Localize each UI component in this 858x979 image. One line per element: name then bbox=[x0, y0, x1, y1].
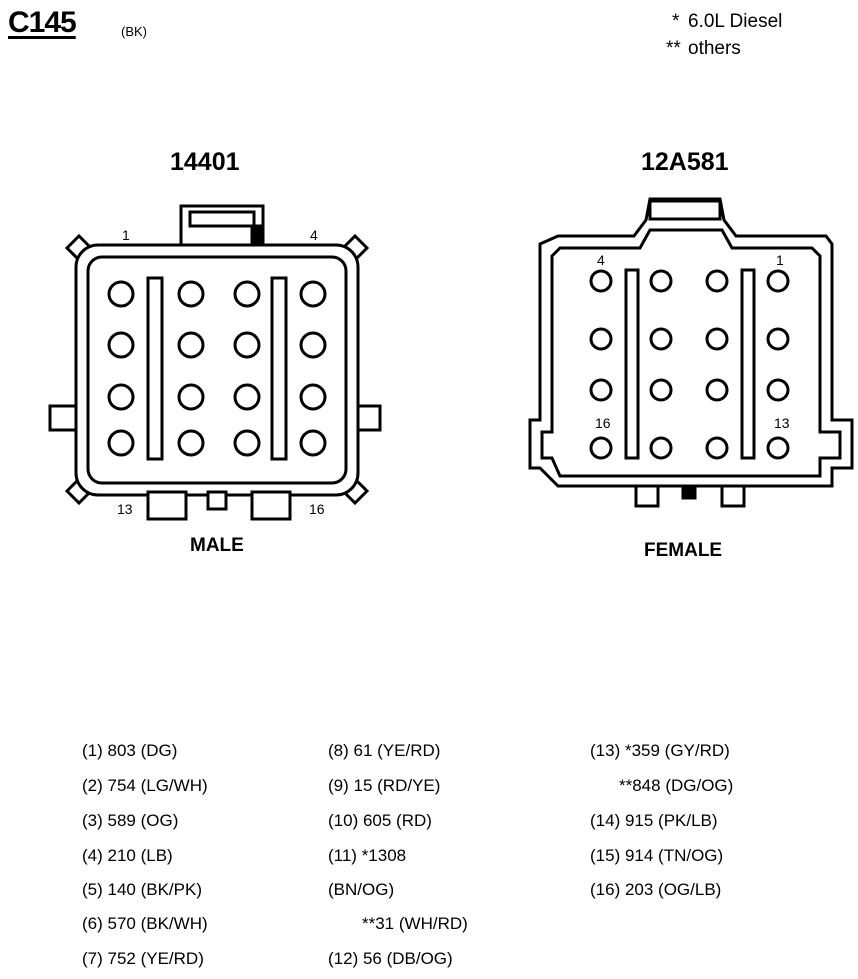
female-label-top-right: 1 bbox=[776, 252, 784, 268]
male-pin-cavity bbox=[233, 280, 261, 308]
male-separator bbox=[146, 276, 164, 461]
male-pin-cavity bbox=[233, 429, 261, 457]
male-pin-cavity bbox=[107, 383, 135, 411]
female-pin-cavity bbox=[766, 378, 790, 402]
male-pin-cavity bbox=[107, 331, 135, 359]
male-bottom-tab bbox=[250, 490, 292, 521]
legend-row-others: ** others bbox=[666, 35, 782, 62]
female-pin-cavity bbox=[649, 436, 673, 460]
male-connector-drawing bbox=[48, 204, 382, 521]
legend-text: 6.0L Diesel bbox=[688, 11, 783, 32]
female-pin-cavity bbox=[649, 327, 673, 351]
female-pin-cavity bbox=[705, 436, 729, 460]
male-pin-grid bbox=[107, 280, 327, 457]
male-latch-inner bbox=[188, 210, 256, 228]
male-pin-cavity bbox=[177, 429, 205, 457]
female-label: FEMALE bbox=[644, 540, 723, 561]
female-pin-cavity bbox=[589, 269, 613, 293]
male-pin-cavity bbox=[233, 383, 261, 411]
legend: * 6.0L Diesel ** others bbox=[666, 8, 782, 62]
male-part-number: 14401 bbox=[170, 148, 240, 176]
male-pin-cavity bbox=[107, 429, 135, 457]
female-connector-drawing bbox=[528, 197, 854, 508]
female-pin-cavity bbox=[766, 269, 790, 293]
male-pin-cavity bbox=[177, 383, 205, 411]
connector-color-code: (BK) bbox=[121, 24, 147, 39]
female-label-bottom-left: 16 bbox=[595, 415, 611, 431]
female-pin-cavity bbox=[649, 378, 673, 402]
female-pin-cavity bbox=[589, 327, 613, 351]
male-label: MALE bbox=[190, 535, 244, 556]
female-pin-cavity bbox=[589, 378, 613, 402]
male-pin-cavity bbox=[233, 331, 261, 359]
male-pin-cavity bbox=[107, 280, 135, 308]
female-bottom-tab bbox=[720, 484, 746, 508]
male-pin-cavity bbox=[177, 331, 205, 359]
female-bottom-tab bbox=[681, 484, 697, 500]
legend-mark: ** bbox=[666, 38, 681, 59]
male-pin-cavity bbox=[299, 280, 327, 308]
female-pin-cavity bbox=[766, 436, 790, 460]
female-latch bbox=[648, 199, 722, 221]
female-label-top-left: 4 bbox=[597, 252, 605, 268]
female-pin-cavity bbox=[705, 269, 729, 293]
male-pin-cavity bbox=[299, 331, 327, 359]
legend-row-diesel: * 6.0L Diesel bbox=[666, 8, 782, 35]
female-separator bbox=[624, 268, 640, 460]
female-pin-cavity bbox=[766, 327, 790, 351]
female-label-bottom-right: 13 bbox=[774, 415, 790, 431]
male-pin-cavity bbox=[177, 280, 205, 308]
female-body-outer bbox=[528, 197, 854, 488]
female-pin-cavity bbox=[705, 378, 729, 402]
female-separator bbox=[740, 268, 756, 460]
male-pin-cavity bbox=[299, 383, 327, 411]
legend-text: others bbox=[688, 38, 741, 59]
male-separator bbox=[270, 276, 288, 461]
male-label-bottom-left: 13 bbox=[117, 501, 133, 517]
male-body-inner bbox=[86, 255, 348, 485]
male-label-top-left: 1 bbox=[122, 227, 130, 243]
male-pin-cavity bbox=[299, 429, 327, 457]
male-label-top-right: 4 bbox=[310, 227, 318, 243]
male-bottom-tab bbox=[146, 490, 188, 521]
connector-id: C145 bbox=[8, 6, 77, 39]
female-pin-cavity bbox=[589, 436, 613, 460]
female-body-inner bbox=[540, 228, 842, 478]
male-label-bottom-right: 16 bbox=[309, 501, 325, 517]
female-part-number: 12A581 bbox=[641, 148, 729, 176]
female-bottom-tab bbox=[634, 484, 660, 508]
female-pin-cavity bbox=[649, 269, 673, 293]
male-bottom-tab bbox=[206, 490, 228, 511]
legend-mark: * bbox=[672, 11, 680, 32]
female-pin-cavity bbox=[705, 327, 729, 351]
female-pin-grid bbox=[589, 269, 790, 460]
